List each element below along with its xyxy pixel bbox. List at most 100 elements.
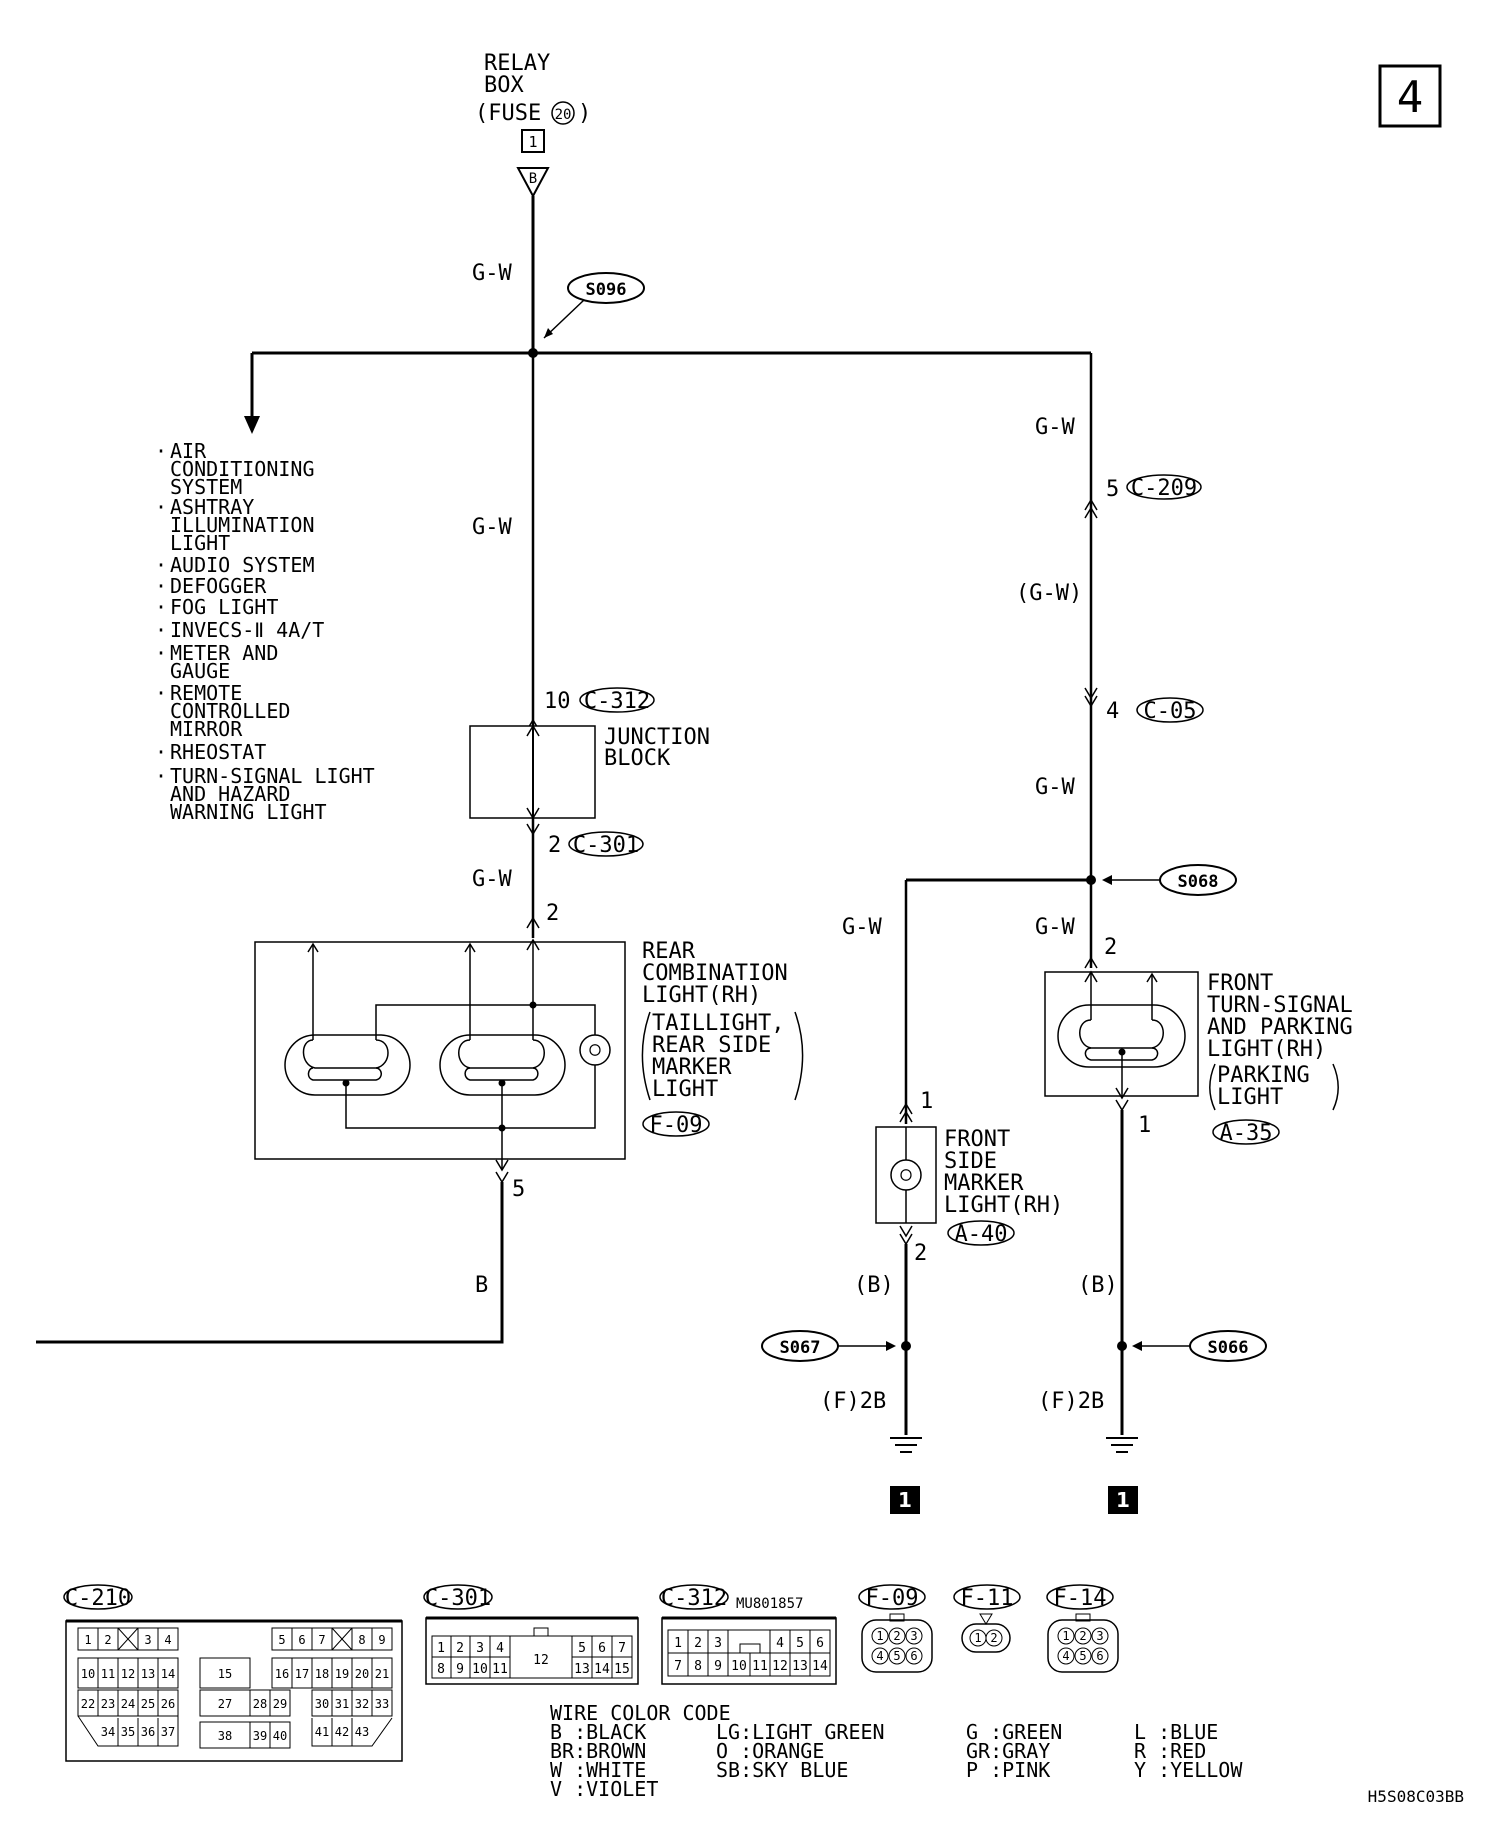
rear-combo-label-3: LIGHT(RH)	[642, 983, 761, 1008]
system-item: INVECS-Ⅱ 4A/T	[170, 618, 324, 642]
pin-arrow	[495, 1171, 509, 1184]
pin-arrow	[526, 807, 540, 820]
connector-f11: 1 2	[961, 1613, 1011, 1653]
side-marker-label-3: MARKER	[944, 1171, 1024, 1196]
front-turn-sub-2: LIGHT	[1217, 1085, 1283, 1110]
fuse-number-circle	[551, 101, 575, 125]
c210-pin: 7	[318, 1633, 325, 1647]
f09-pin: 2	[893, 1629, 900, 1643]
system-bullet: ·	[155, 495, 167, 519]
rear-combo-sub-1: TAILLIGHT,	[652, 1011, 784, 1036]
splice-s066: S066	[1208, 1338, 1249, 1358]
c301-pin: 2	[456, 1641, 464, 1656]
system-bullet: ·	[155, 740, 167, 764]
system-item: FOG LIGHT	[170, 595, 278, 619]
color-code: R :RED	[1134, 1739, 1206, 1763]
pin-2: 2	[914, 1241, 927, 1266]
relay-terminal-box	[521, 129, 545, 153]
system-bullet: ·	[155, 641, 167, 665]
system-item: CONTROLLED	[170, 699, 290, 723]
conn-f14-oval	[1046, 1584, 1114, 1610]
bulb-filament	[900, 1169, 912, 1181]
side-marker-label-2: SIDE	[944, 1149, 997, 1174]
c301-pin: 15	[614, 1662, 630, 1677]
splice-s068-dot	[1086, 875, 1096, 885]
c210-pin: 39	[253, 1729, 267, 1743]
system-bullet: ·	[155, 439, 167, 463]
pin-arrow	[1084, 687, 1098, 700]
c210-pin: 38	[218, 1729, 232, 1743]
conn-c05-oval	[1136, 697, 1204, 723]
rear-combo-light-box	[254, 941, 626, 1160]
pin-arrow	[526, 823, 540, 836]
color-code: P :PINK	[966, 1758, 1050, 1782]
conn-c301: C-301	[573, 833, 639, 858]
c210-pin: 40	[273, 1729, 287, 1743]
conn-f11: F-11	[961, 1586, 1014, 1611]
system-item: WARNING LIGHT	[170, 800, 327, 824]
c312-pin: 1	[674, 1636, 682, 1651]
conn-c301-oval	[423, 1584, 493, 1610]
f09-pin: 6	[910, 1649, 917, 1663]
wire-label-gw-5: G-W	[1035, 775, 1075, 800]
paren-left	[1209, 1063, 1216, 1111]
color-code: V :VIOLET	[550, 1777, 658, 1801]
splice-s066-dot	[1117, 1341, 1127, 1351]
relay-wire-code: B	[529, 171, 537, 187]
c312-pin: 2	[694, 1636, 702, 1651]
connector-c312: 1 2 3 4 5 6 7 8 9 10 11 12 13 14	[661, 1616, 837, 1685]
ground-icon	[1106, 1437, 1138, 1453]
c301-pin: 11	[492, 1662, 508, 1677]
c210-pin: 8	[358, 1633, 365, 1647]
fuse-number: 20	[555, 107, 572, 123]
pin-1: 1	[1138, 1113, 1151, 1138]
c210-pin: 42	[335, 1725, 349, 1739]
rear-combo-label-1: REAR	[642, 939, 696, 964]
system-bullet: ·	[155, 574, 167, 598]
c301-pin: 8	[437, 1662, 445, 1677]
front-turn-label-1: FRONT	[1207, 971, 1273, 996]
ground-ref: 1	[898, 1488, 912, 1512]
paren-left	[641, 1011, 651, 1101]
f14-pin: 2	[1079, 1629, 1086, 1643]
connector-c301: 1 2 3 4 12 5 6 7 8 9 10 11 13 14 15	[425, 1616, 639, 1685]
system-item: AIR	[170, 439, 207, 463]
junction-block-label-2: BLOCK	[604, 746, 671, 771]
bulb-icon	[284, 1034, 411, 1096]
system-item: GAUGE	[170, 659, 230, 683]
c210-pin: 6	[298, 1633, 305, 1647]
front-turn-label-4: LIGHT(RH)	[1207, 1037, 1326, 1062]
c210-pin: 27	[218, 1697, 232, 1711]
paren-right	[794, 1011, 804, 1101]
c210-pin: 32	[355, 1697, 369, 1711]
ground-ref-box	[890, 1486, 920, 1514]
wire-label-b-paren: (B)	[854, 1273, 894, 1298]
c301-pin: 4	[496, 1641, 504, 1656]
c312-pin: 10	[731, 1659, 747, 1674]
pin-arrow	[1084, 956, 1098, 969]
bulb-icon	[439, 1034, 566, 1096]
ground-code: (F)2B	[1038, 1389, 1104, 1414]
conn-c312: C-312	[584, 689, 650, 714]
system-item: DEFOGGER	[170, 574, 267, 598]
pin-5: 5	[1106, 477, 1119, 502]
rc-arrow	[307, 942, 319, 953]
relay-box-label-3-end: )	[578, 101, 591, 126]
wire-label-gw-3: G-W	[472, 867, 512, 892]
system-item: AUDIO SYSTEM	[170, 553, 315, 577]
splice-s096: S096	[586, 280, 627, 300]
c210-pin: 23	[101, 1697, 115, 1711]
c312-pin: 12	[772, 1659, 788, 1674]
f09-pin: 3	[910, 1629, 917, 1643]
bulb-icon	[890, 1159, 922, 1191]
relay-triangle	[516, 167, 550, 199]
conn-c312-oval	[659, 1584, 729, 1610]
system-item: TURN-SIGNAL LIGHT	[170, 764, 375, 788]
system-bullet: ·	[155, 595, 167, 619]
conn-c210-oval	[63, 1584, 133, 1610]
f14-pin: 3	[1096, 1629, 1103, 1643]
ground-ref: 1	[1116, 1488, 1130, 1512]
c210-pin: 15	[218, 1667, 232, 1681]
c210-pin: 28	[253, 1697, 267, 1711]
system-item: METER AND	[170, 641, 278, 665]
